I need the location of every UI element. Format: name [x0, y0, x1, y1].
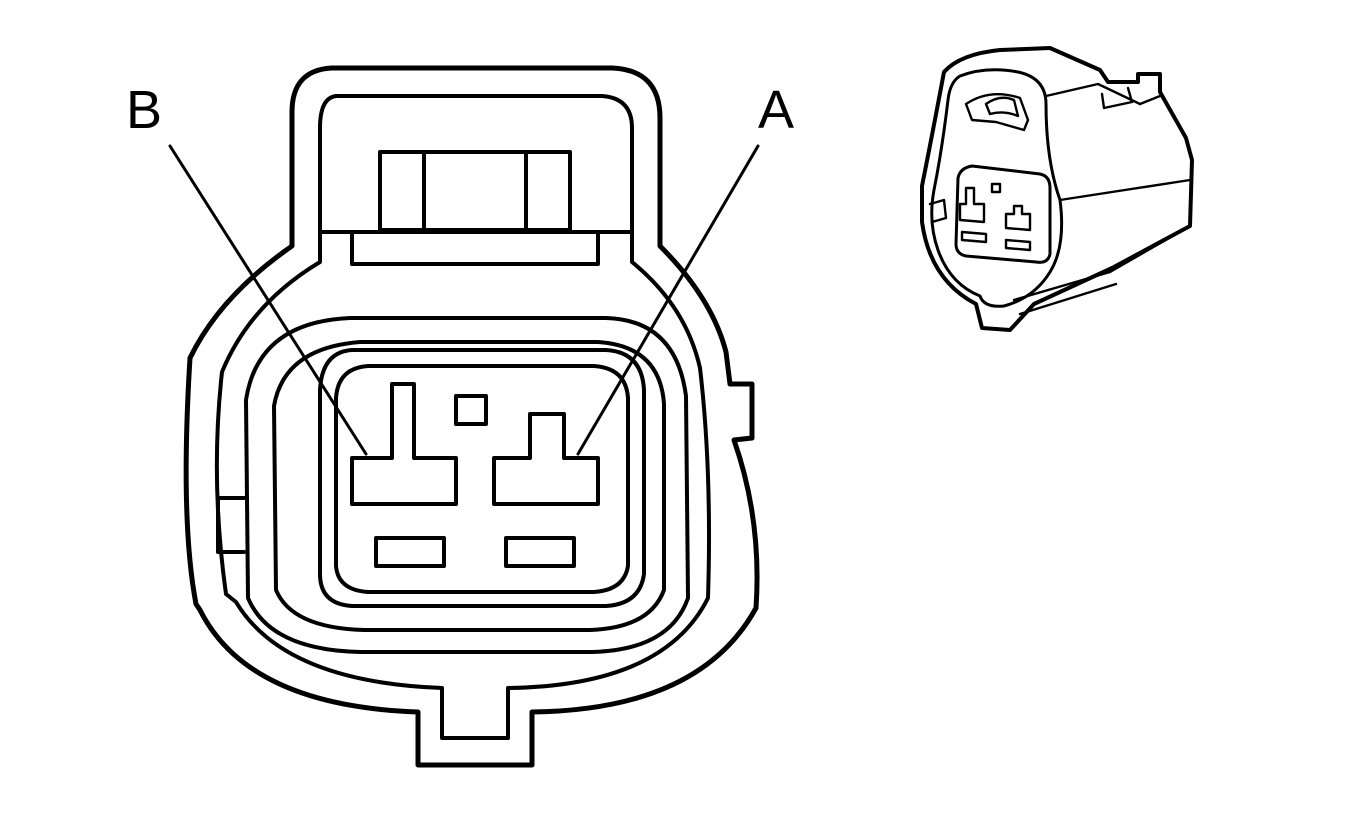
seal-ring-outer: [244, 316, 690, 654]
housing-inner-outline: [214, 94, 711, 740]
iso-front-frame: [930, 68, 1064, 308]
cavity-outline-inner: [334, 364, 630, 594]
housing-outer-outline: [183, 65, 760, 768]
terminal-a: [492, 412, 600, 506]
pin-label-b: B: [126, 80, 162, 140]
pin-label-a: A: [758, 80, 794, 140]
iso-body-outline: [920, 46, 1194, 332]
locking-tab: [320, 150, 632, 266]
iso-cavity: [954, 164, 1052, 264]
terminal-slot-a: [504, 536, 576, 568]
seal-ring-middle: [272, 340, 666, 632]
polarization-key: [454, 394, 488, 426]
iso-terminal-b: [958, 186, 986, 224]
callout-line-a: [576, 144, 760, 456]
iso-terminal-a: [1004, 204, 1032, 232]
cavity-outline-outer: [318, 348, 646, 608]
callout-line-b: [168, 144, 368, 456]
iso-polarization-key: [990, 182, 1002, 194]
connector-face-view: B A: [126, 65, 794, 768]
iso-slot-b: [960, 230, 988, 244]
terminal-slot-b: [374, 536, 446, 568]
iso-slot-a: [1004, 238, 1032, 252]
connector-isometric-view: [920, 46, 1194, 332]
iso-latch-window: [964, 92, 1030, 132]
terminal-b: [350, 382, 458, 506]
